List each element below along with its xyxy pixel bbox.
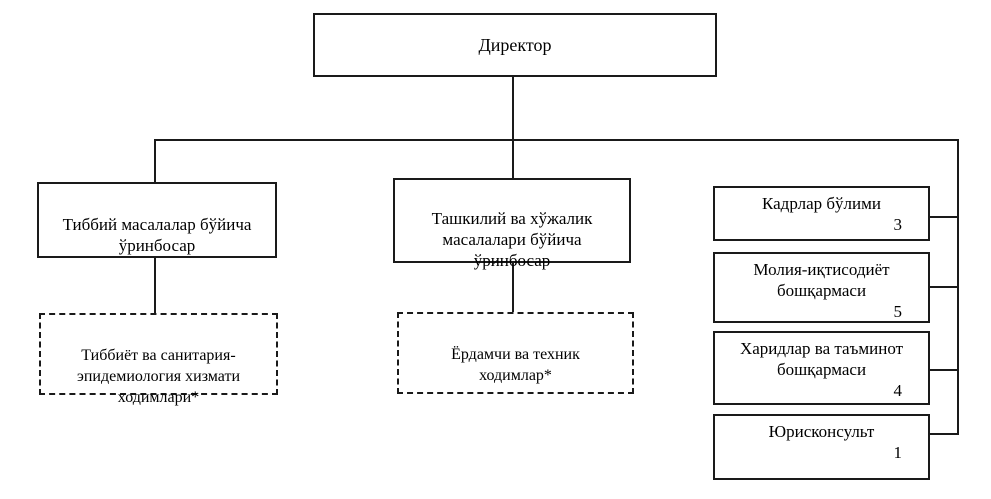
procurement-department-count: 4 <box>893 381 903 400</box>
medical-staff-dashed-box: Тиббиёт ва санитария- эпидемиология хизм… <box>39 313 278 406</box>
connector-stub-hr <box>930 216 959 218</box>
deputy-organizational-box: Ташкилий ва хўжалик масалалари бўйича ўр… <box>393 178 631 270</box>
connector-left-drop <box>154 139 156 184</box>
finance-department-box: Молия-иқтисодиёт бошқармаси 5 <box>713 252 930 323</box>
connector-medical-staff-drop <box>154 258 156 315</box>
connector-stub-procurement <box>930 369 959 371</box>
director-label: Директор <box>478 34 552 55</box>
procurement-department-label: Харидлар ва таъминот бошқармаси <box>739 339 904 379</box>
deputy-medical-box: Тиббий масалалар бўйича ўринбосар <box>37 182 277 258</box>
legal-counsel-box: Юрисконсульт 1 <box>713 414 930 480</box>
medical-staff-label: Тиббиёт ва санитария- эпидемиология хизм… <box>76 347 241 406</box>
deputy-medical-label: Тиббий масалалар бўйича ўринбосар <box>62 215 252 255</box>
connector-stub-finance <box>930 286 959 288</box>
finance-department-count: 5 <box>893 302 903 321</box>
support-staff-dashed-box: Ёрдамчи ва техник ходимлар* <box>397 312 634 394</box>
deputy-organizational-label: Ташкилий ва хўжалик масалалари бўйича ўр… <box>431 209 593 270</box>
connector-support-staff-drop <box>512 263 514 314</box>
hr-department-count: 3 <box>893 215 903 234</box>
finance-department-label: Молия-иқтисодиёт бошқармаси <box>753 260 890 300</box>
support-staff-label: Ёрдамчи ва техник ходимлар* <box>451 346 580 384</box>
procurement-department-box: Харидлар ва таъминот бошқармаси 4 <box>713 331 930 405</box>
legal-counsel-label: Юрисконсульт <box>768 422 875 441</box>
connector-director-vertical <box>512 77 514 180</box>
legal-counsel-count: 1 <box>893 443 903 462</box>
hr-department-label: Кадрлар бўлими <box>762 194 881 213</box>
connector-main-horizontal <box>154 139 959 141</box>
hr-department-box: Кадрлар бўлими 3 <box>713 186 930 241</box>
connector-stub-legal <box>930 433 959 435</box>
director-box: Директор <box>313 13 717 77</box>
